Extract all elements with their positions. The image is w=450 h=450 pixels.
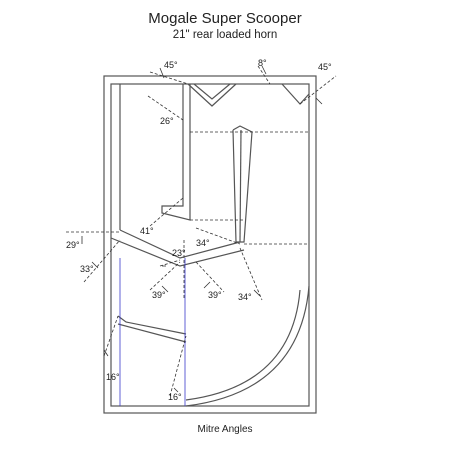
lower-horn-path <box>119 229 241 259</box>
guide-41 <box>149 197 184 227</box>
tick-39b <box>203 281 211 289</box>
guide-34a <box>195 227 241 245</box>
top-left-brace <box>187 83 237 107</box>
tick-39a <box>161 285 169 293</box>
tick-16a <box>103 349 109 357</box>
angle-label-34-lower: 34° <box>238 292 252 302</box>
angle-label-41: 41° <box>140 226 154 236</box>
angle-label-45-top-left: 45° <box>164 60 178 70</box>
diagram-title: Mogale Super Scooper <box>148 10 302 27</box>
lower-left-divider-inner <box>117 323 187 343</box>
tick-33 <box>91 261 99 269</box>
angle-label-39-left: 39° <box>152 290 166 300</box>
angle-label-16-bottom: 16° <box>168 392 182 402</box>
horn-mouth-curve <box>185 285 310 407</box>
angle-label-33: 33° <box>80 264 94 274</box>
guide-16a <box>103 315 119 357</box>
guide-top-mid <box>257 65 271 85</box>
angle-label-16-left: 16° <box>106 372 120 382</box>
guide-33 <box>83 239 121 283</box>
angle-label-29: 29° <box>66 240 80 250</box>
guide-23 <box>159 259 181 267</box>
guide-39b <box>195 261 225 293</box>
guide-39a <box>149 261 181 291</box>
lower-left-divider <box>117 315 187 335</box>
angle-label-45-top-right: 45° <box>318 62 332 72</box>
slanted-panel-inner <box>239 129 242 243</box>
angle-label-39-right: 39° <box>208 290 222 300</box>
guide-top-left <box>149 71 189 85</box>
tick-34b <box>253 289 261 297</box>
diagram-subtitle: 21" rear loaded horn <box>172 29 278 41</box>
top-left-brace-inner <box>193 83 231 100</box>
horn-mouth-curve-inner <box>185 289 301 401</box>
top-right-brace <box>281 83 310 105</box>
tick-45b <box>315 97 323 105</box>
center-divider-panel <box>161 84 191 221</box>
guide-26 <box>147 95 184 121</box>
tick-8 <box>261 65 267 75</box>
angle-label-8: 8° <box>258 58 267 68</box>
lower-horn-path-inner <box>110 237 245 267</box>
cabinet-outer-wall <box>103 75 317 414</box>
tick-45a <box>159 67 165 79</box>
angle-label-34-upper: 34° <box>196 238 210 248</box>
guide-16b <box>169 335 187 397</box>
guide-34b <box>239 247 263 301</box>
angle-label-26: 26° <box>160 116 174 126</box>
slanted-center-panel <box>232 125 253 243</box>
diagram-caption: Mitre Angles <box>197 424 253 435</box>
tick-16b <box>173 387 179 393</box>
guide-top-right <box>299 75 337 105</box>
angle-label-23: 23° <box>172 248 186 258</box>
cabinet-inner-wall <box>110 83 310 407</box>
